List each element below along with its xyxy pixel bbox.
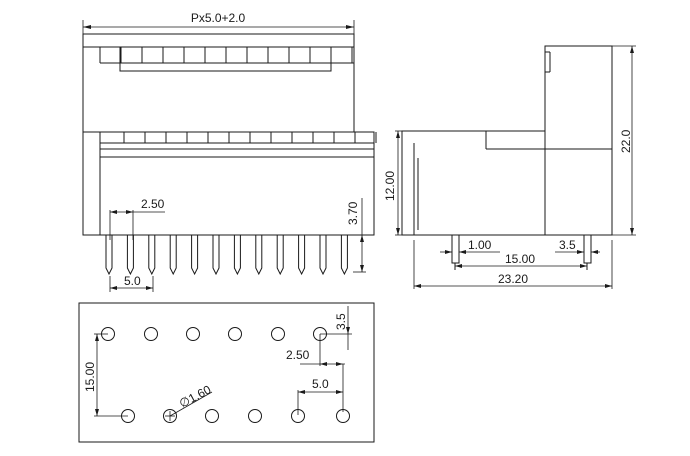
dim-pin-pitch-small: 2.50: [141, 197, 165, 211]
pcb-hole: [144, 327, 158, 341]
dim-side-pin-offset: 1.00: [468, 238, 492, 252]
dim-side-total-height: 22.0: [619, 129, 633, 153]
pcb-hole: [271, 327, 285, 341]
connector-pin: [191, 235, 199, 276]
dim-pcb-row-spacing: 15.00: [83, 362, 97, 392]
connector-pin: [169, 235, 177, 276]
side-view: 12.00 22.0 1.00 15.00 3.5 23.20: [383, 45, 636, 289]
pcb-layout-view: 3.5 2.50 5.0 15.00 ∅1.60: [78, 302, 375, 443]
connector-pin: [233, 235, 241, 276]
connector-pin: [105, 235, 113, 276]
pcb-hole: [248, 409, 262, 423]
dim-pin-pitch: 5.0: [124, 274, 141, 288]
connector-pin: [212, 235, 220, 276]
connector-pin: [298, 235, 306, 276]
connector-pin: [148, 235, 156, 276]
dim-top-width: Px5.0+2.0: [191, 11, 246, 25]
connector-pin: [126, 235, 134, 276]
dim-pcb-row-offset: 3.5: [334, 313, 348, 330]
dim-side-pin-span: 15.00: [505, 252, 535, 266]
connector-pin: [255, 235, 263, 276]
dim-side-body-height: 12.00: [383, 171, 397, 201]
dim-side-total-width: 23.20: [498, 272, 528, 286]
connector-pin: [276, 235, 284, 276]
connector-pin: [319, 235, 327, 276]
pcb-hole: [205, 409, 219, 423]
dim-hole-diameter: ∅1.60: [177, 382, 214, 410]
connector-pin: [340, 235, 348, 276]
front-view: Px5.0+2.0 2.50 5.0: [82, 11, 377, 292]
dim-side-pin-tail: 3.5: [559, 238, 576, 252]
dim-pcb-stagger: 2.50: [286, 348, 310, 362]
dim-pin-length: 3.70: [346, 201, 360, 225]
pcb-hole: [186, 327, 200, 341]
pcb-hole: [228, 327, 242, 341]
pcb-hole: [163, 409, 177, 423]
dim-pcb-pitch: 5.0: [312, 377, 329, 391]
